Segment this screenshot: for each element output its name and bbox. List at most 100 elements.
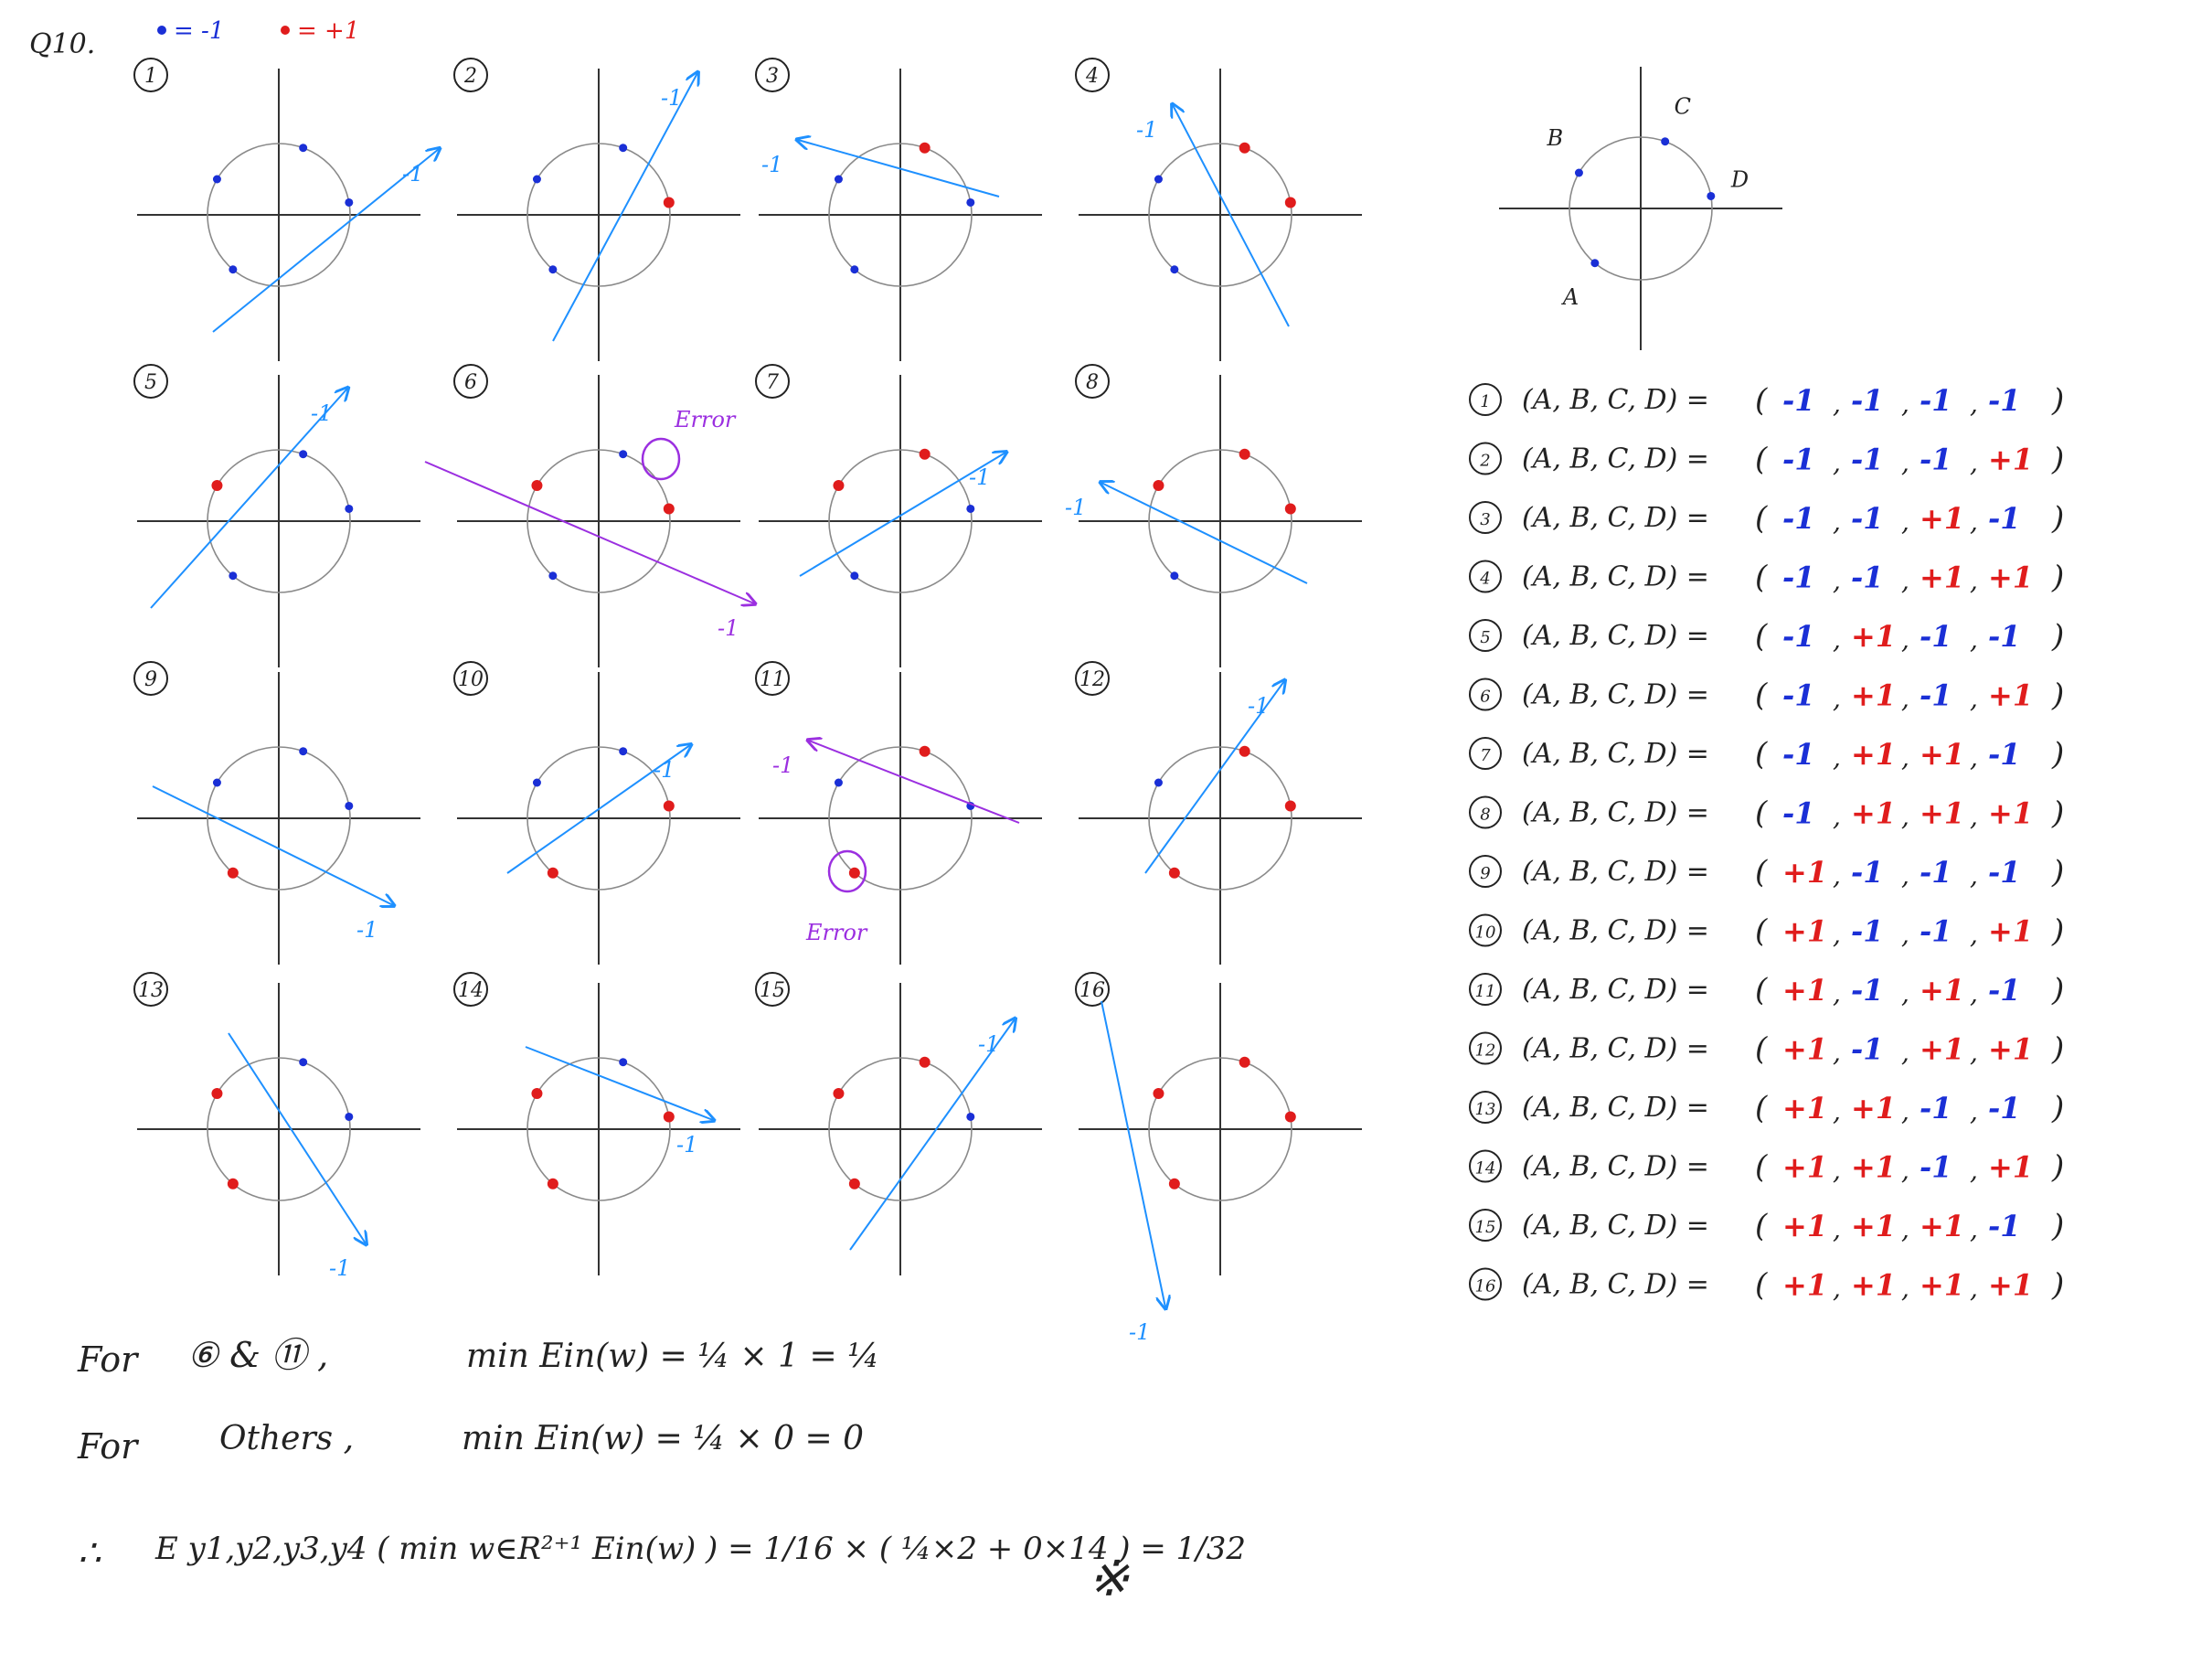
row-close-paren: )	[2051, 618, 2064, 655]
table-row-9: 9(A, B, C, D) =(+1,-1,-1,-1)	[1469, 854, 2064, 891]
plus-one-point	[1239, 142, 1250, 154]
row-value: -1	[1920, 678, 1952, 713]
unit-circle	[1148, 746, 1292, 891]
summary-line2-subject: Others ,	[219, 1420, 354, 1457]
row-lhs: (A, B, C, D) =	[1522, 1151, 1709, 1183]
row-lhs: (A, B, C, D) =	[1522, 1092, 1709, 1124]
row-number-circle	[1469, 1091, 1502, 1124]
unit-circle	[1148, 1057, 1292, 1201]
table-row-1: 1(A, B, C, D) =(-1,-1,-1,-1)	[1469, 382, 2064, 419]
separating-line	[525, 1046, 713, 1120]
minus-one-point	[345, 197, 354, 207]
row-value: -1	[1782, 678, 1815, 713]
row-value: +1	[1920, 501, 1964, 536]
row-value: -1	[1920, 383, 1952, 418]
row-comma: ,	[1901, 684, 1909, 714]
row-value: -1	[1988, 973, 2021, 1008]
case-panel-2: 2-1	[453, 58, 740, 361]
minus-one-point	[299, 450, 308, 459]
row-number-circle	[1469, 737, 1502, 770]
case-number-label: 4	[1085, 65, 1099, 88]
row-close-paren: )	[2051, 972, 2064, 1008]
plus-one-point	[1284, 1111, 1296, 1123]
plus-one-point	[1168, 1178, 1180, 1190]
row-comma: ,	[1833, 1156, 1841, 1186]
row-value: -1	[1920, 855, 1952, 890]
row-comma: ,	[1970, 860, 1978, 891]
row-value: -1	[1988, 1209, 2021, 1243]
side-label: -1	[329, 1255, 350, 1281]
row-value: +1	[1988, 678, 2033, 713]
row-open-paren: (	[1755, 1090, 1768, 1126]
row-comma: ,	[1970, 448, 1978, 478]
row-number-circle	[1469, 855, 1502, 888]
row-comma: ,	[1901, 624, 1909, 655]
legend-blue-dot	[157, 26, 166, 35]
case-number-label: 7	[766, 371, 779, 394]
separating-line	[1173, 105, 1290, 327]
summary-line3-prefix: ∴	[78, 1532, 101, 1574]
reference-point-label-a: A	[1561, 284, 1579, 310]
row-value: +1	[1782, 1091, 1827, 1126]
table-row-12: 12(A, B, C, D) =(+1,-1,+1,+1)	[1469, 1031, 2064, 1068]
case-number-circle	[1075, 58, 1110, 92]
row-open-paren: (	[1755, 382, 1768, 419]
row-open-paren: (	[1755, 736, 1768, 773]
row-comma: ,	[1901, 742, 1909, 773]
row-comma: ,	[1901, 389, 1909, 419]
case-number-circle	[1075, 972, 1110, 1007]
side-label: -1	[676, 1132, 697, 1158]
row-value: +1	[1988, 1032, 2033, 1067]
row-lhs: (A, B, C, D) =	[1522, 738, 1709, 770]
side-label: -1	[1129, 1319, 1150, 1345]
case-number-label: 1	[144, 65, 157, 88]
row-comma: ,	[1970, 507, 1978, 537]
case-panel-1: 1-1	[133, 58, 439, 361]
row-value: -1	[1920, 1091, 1952, 1126]
row-value: +1	[1782, 973, 1827, 1008]
row-value: -1	[1851, 1032, 1884, 1067]
row-number-label: 9	[1480, 864, 1490, 883]
row-comma: ,	[1970, 1274, 1978, 1304]
minus-one-point	[619, 1058, 628, 1067]
row-value: -1	[1782, 796, 1815, 831]
plus-one-point	[547, 867, 558, 879]
side-label: -1	[654, 757, 675, 783]
minus-one-point	[966, 504, 975, 513]
row-value: +1	[1782, 914, 1827, 949]
plus-one-point	[1239, 1056, 1250, 1068]
case-number-circle	[1075, 364, 1110, 399]
case-number-circle	[453, 58, 488, 92]
row-number-label: 16	[1475, 1277, 1496, 1296]
row-comma: ,	[1901, 860, 1909, 891]
minus-one-point	[212, 778, 221, 787]
unit-circle	[828, 143, 973, 287]
row-number-circle	[1469, 1031, 1502, 1065]
separating-line	[552, 73, 697, 342]
side-label: -1	[1065, 495, 1086, 520]
row-value: +1	[1782, 1150, 1827, 1185]
separating-line	[799, 453, 1005, 577]
unit-circle	[828, 1057, 973, 1201]
row-comma: ,	[1970, 1214, 1978, 1244]
reference-point-label-c: C	[1675, 94, 1691, 120]
table-row-16: 16(A, B, C, D) =(+1,+1,+1,+1)	[1469, 1267, 2064, 1304]
row-value: -1	[1988, 383, 2021, 418]
separating-line	[150, 389, 347, 609]
row-lhs: (A, B, C, D) =	[1522, 620, 1709, 652]
plus-one-point	[919, 745, 931, 757]
row-open-paren: (	[1755, 1149, 1768, 1186]
row-lhs: (A, B, C, D) =	[1522, 797, 1709, 829]
side-label: -1	[718, 615, 739, 641]
separating-line	[809, 741, 1020, 824]
row-value: -1	[1782, 501, 1815, 536]
row-number-circle	[1469, 383, 1502, 416]
plus-one-point	[1239, 745, 1250, 757]
row-value: +1	[1851, 796, 1896, 831]
plus-one-point	[833, 1088, 845, 1099]
row-comma: ,	[1901, 978, 1909, 1008]
row-value: +1	[1851, 619, 1896, 654]
minus-one-point	[548, 571, 558, 581]
legend-minus-text: = -1	[174, 17, 224, 45]
